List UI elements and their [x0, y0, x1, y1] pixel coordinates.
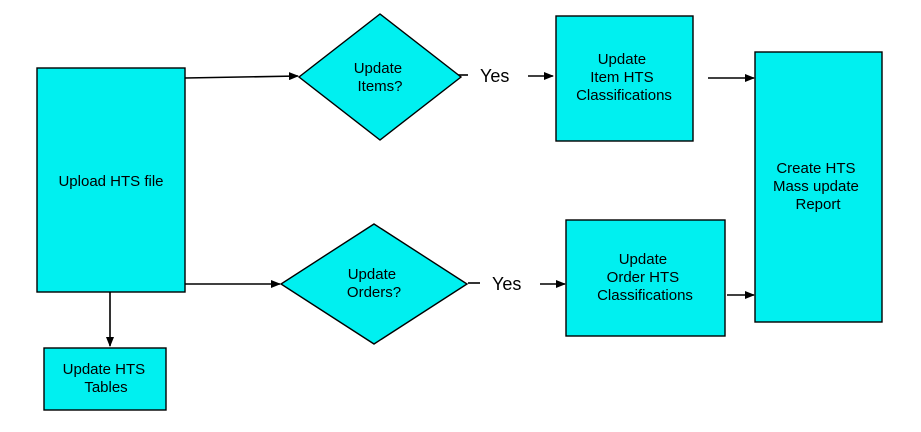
node-box [36, 67, 186, 293]
node-box [565, 219, 726, 337]
label-line: Orders? [347, 284, 401, 301]
node-label: Update Order HTS Classifications [597, 251, 693, 304]
label-line: Create HTS [776, 160, 855, 177]
node-label: Update HTS Tables [63, 361, 150, 396]
node-label: Update Item HTS Classifications [576, 51, 672, 104]
label-line: Report [795, 196, 841, 213]
node-label: Create HTS Mass update Report [773, 160, 863, 213]
label-line: Tables [84, 379, 127, 396]
node-box [43, 347, 167, 411]
label-line: Update [354, 60, 402, 77]
edge-label-orders-yes: Yes [492, 274, 521, 294]
decision-diamond [279, 223, 469, 345]
node-label: Upload HTS file [58, 173, 163, 190]
node-update-hts-tables: Update HTS Tables [43, 347, 167, 411]
label-line: Upload HTS file [58, 173, 163, 190]
label-line: Order HTS [607, 269, 680, 286]
decision-update-items: Update Items? [297, 13, 463, 141]
node-label: Update Items? [354, 60, 407, 95]
label-line: Mass update [773, 178, 859, 195]
node-update-order-hts-classifications: Update Order HTS Classifications [565, 219, 726, 337]
node-box [555, 15, 694, 142]
connectors [106, 72, 755, 347]
node-label: Update Orders? [347, 266, 401, 301]
label-line: Items? [357, 78, 402, 95]
edge-label-items-yes: Yes [480, 66, 509, 86]
node-box [754, 51, 883, 323]
label-line: Update HTS [63, 361, 146, 378]
label-line: Item HTS [590, 69, 653, 86]
edge-upload-to-items [184, 72, 299, 81]
decision-diamond [297, 13, 463, 141]
node-create-hts-mass-update-report: Create HTS Mass update Report [754, 51, 883, 323]
label-line: Classifications [597, 287, 693, 304]
label-line: Update [619, 251, 667, 268]
node-upload-hts-file: Upload HTS file [36, 67, 186, 293]
node-update-item-hts-classifications: Update Item HTS Classifications [555, 15, 694, 142]
label-line: Classifications [576, 87, 672, 104]
decision-update-orders: Update Orders? [279, 223, 469, 345]
label-line: Update [348, 266, 396, 283]
label-line: Update [598, 51, 646, 68]
